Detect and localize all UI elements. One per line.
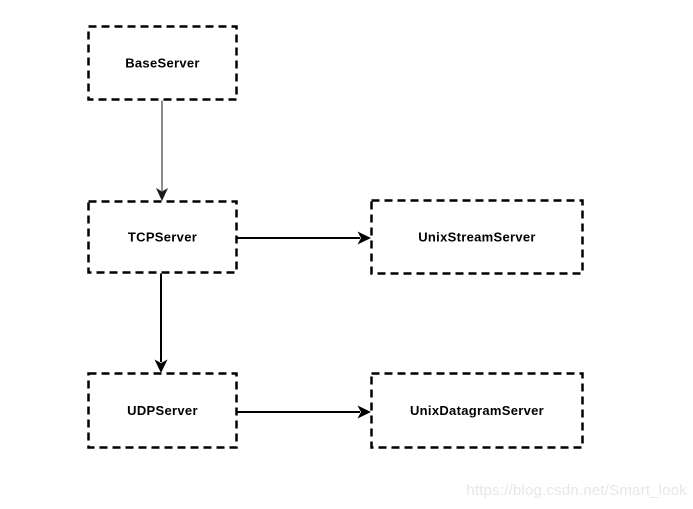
arrowhead-down-icon [154, 359, 168, 373]
edge-baseserver-to-tcpserver [156, 100, 168, 201]
node-tcp-server: TCPServer [87, 200, 238, 274]
node-label: UnixStreamServer [418, 230, 536, 245]
arrowhead-right-icon [357, 231, 371, 245]
node-label: UDPServer [127, 403, 198, 418]
arrowhead-right-icon [357, 405, 371, 419]
node-unix-datagram-server: UnixDatagramServer [370, 372, 584, 449]
node-base-server: BaseServer [87, 25, 238, 101]
node-box [87, 372, 238, 449]
node-unix-stream-server: UnixStreamServer [370, 199, 584, 275]
arrowhead-down-icon [156, 188, 168, 201]
edge-tcpserver-to-udpserver [154, 273, 168, 373]
watermark: https://blog.csdn.net/Smart_look [466, 482, 687, 499]
node-label: BaseServer [125, 56, 200, 71]
node-label: UnixDatagramServer [410, 403, 544, 418]
node-box [370, 372, 584, 449]
node-box [87, 25, 238, 101]
node-box [87, 200, 238, 274]
edge-tcpserver-to-unixstreamserver [237, 231, 371, 245]
node-label: TCPServer [128, 230, 197, 245]
edge-udpserver-to-unixdatagramserver [237, 405, 371, 419]
node-udp-server: UDPServer [87, 372, 238, 449]
node-box [370, 199, 584, 275]
